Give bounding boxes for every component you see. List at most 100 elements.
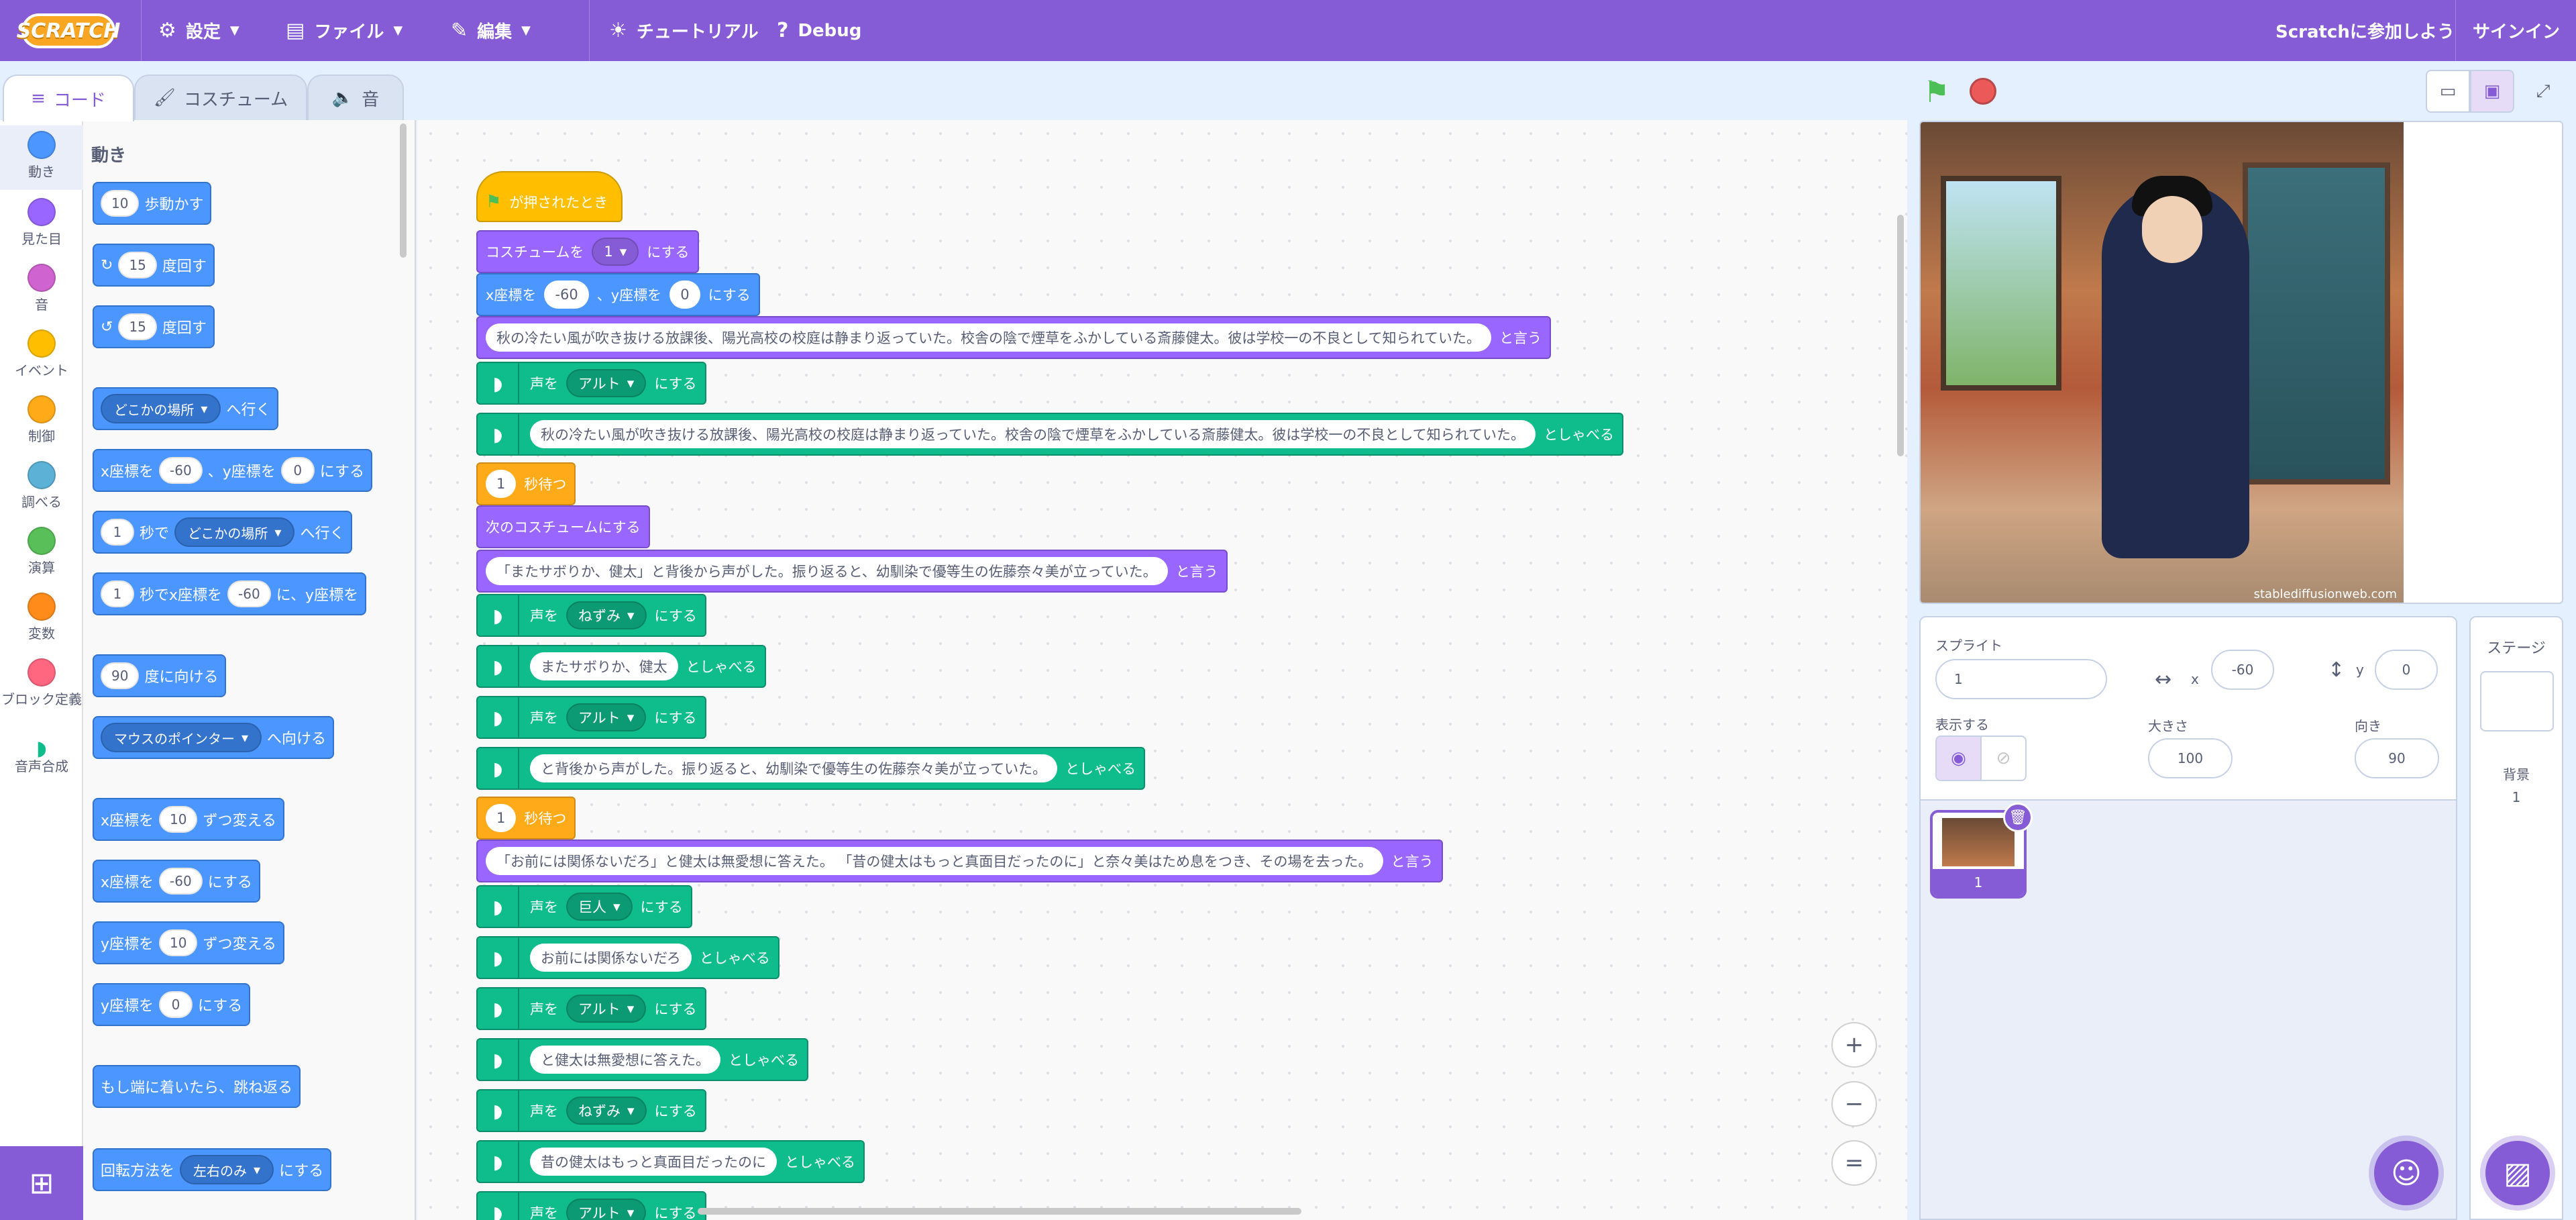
choose-sprite-button[interactable]: ☺ <box>2374 1141 2438 1205</box>
x-input[interactable]: -60 <box>2211 650 2274 690</box>
block-input[interactable]: 1 <box>486 804 517 832</box>
join-scratch-link[interactable]: Scratchに参加しよう <box>2275 0 2455 61</box>
speak-block[interactable]: ◗またサボりか、健太としゃべる <box>476 645 766 688</box>
speak-block[interactable]: ◗お前には関係ないだろとしゃべる <box>476 936 780 979</box>
block-input[interactable]: 昔の健太はもっと真面目だったのに <box>530 1148 777 1176</box>
say-block[interactable]: 「お前には関係ないだろ」と健太は無愛想に答えた。 「昔の健太はもっと真面目だった… <box>476 840 1443 882</box>
block-input[interactable]: -60 <box>227 580 271 607</box>
zoom-reset-button[interactable]: = <box>1831 1140 1877 1186</box>
category-operators[interactable]: 演算 <box>0 521 83 586</box>
block-input[interactable]: 0 <box>159 991 193 1018</box>
speak-block[interactable]: ◗昔の健太はもっと真面目だったのにとしゃべる <box>476 1140 865 1183</box>
glide-dropdown[interactable]: どこかの場所▾ <box>174 517 295 547</box>
delete-sprite-button[interactable]: 🗑 <box>2003 803 2033 832</box>
towards-dropdown[interactable]: マウスのポインター▾ <box>101 723 262 752</box>
category-sound[interactable]: 音 <box>0 258 83 323</box>
backdrop-thumbnail[interactable] <box>2480 671 2554 731</box>
fullscreen-button[interactable]: ⤢ <box>2521 70 2565 113</box>
hide-button[interactable]: ⊘ <box>1980 737 2025 780</box>
block-input[interactable]: 秋の冷たい風が吹き抜ける放課後、陽光高校の校庭は静まり返っていた。校舎の陰で煙草… <box>486 323 1492 352</box>
block-input[interactable]: 1 <box>101 519 134 546</box>
speak-block[interactable]: ◗秋の冷たい風が吹き抜ける放課後、陽光高校の校庭は静まり返っていた。校舎の陰で煙… <box>476 413 1624 456</box>
category-my-blocks[interactable]: ブロック定義 <box>0 653 83 733</box>
rotation-dropdown[interactable]: 左右のみ▾ <box>180 1155 274 1184</box>
speak-block[interactable]: ◗と背後から声がした。振り返ると、幼馴染で優等生の佐藤奈々美が立っていた。としゃ… <box>476 747 1146 790</box>
edit-menu[interactable]: ✎編集▼ <box>451 0 531 61</box>
palette-scrollbar[interactable] <box>400 123 407 258</box>
say-block[interactable]: 秋の冷たい風が吹き抜ける放課後、陽光高校の校庭は静まり返っていた。校舎の陰で煙草… <box>476 316 1552 359</box>
size-input[interactable]: 100 <box>2148 738 2233 778</box>
zoom-in-button[interactable]: + <box>1831 1022 1877 1068</box>
block-input[interactable]: 10 <box>101 190 140 217</box>
set-voice-block[interactable]: ◗声をアルト▾にする <box>476 987 706 1030</box>
voice-dropdown[interactable]: 巨人▾ <box>566 893 633 921</box>
say-block[interactable]: 「またサボりか、健太」と背後から声がした。振り返ると、幼馴染で優等生の佐藤奈々美… <box>476 550 1228 593</box>
choose-backdrop-button[interactable]: ▨ <box>2485 1141 2550 1205</box>
block-input[interactable]: 15 <box>118 313 157 340</box>
sprite-image[interactable]: stablediffusionweb.com <box>1921 122 2404 603</box>
block-input[interactable]: 0 <box>669 281 700 309</box>
voice-dropdown[interactable]: ねずみ▾ <box>566 601 647 629</box>
scratch-logo[interactable]: SCRATCH <box>17 13 120 48</box>
block-input[interactable]: と背後から声がした。振り返ると、幼馴染で優等生の佐藤奈々美が立っていた。 <box>530 754 1058 782</box>
voice-dropdown[interactable]: ねずみ▾ <box>566 1097 647 1125</box>
voice-dropdown[interactable]: アルト▾ <box>566 703 647 731</box>
block-input[interactable]: 「お前には関係ないだろ」と健太は無愛想に答えた。 「昔の健太はもっと真面目だった… <box>486 847 1383 875</box>
block-input[interactable]: -60 <box>544 281 589 309</box>
block-input[interactable]: 1 <box>101 580 134 607</box>
workspace-horizontal-scrollbar[interactable] <box>698 1208 1301 1215</box>
speak-block[interactable]: ◗と健太は無愛想に答えた。としゃべる <box>476 1038 808 1081</box>
rotation-style-block[interactable]: 回転方法を左右のみ▾にする <box>93 1148 332 1191</box>
stage-selector[interactable]: ステージ 背景 1 <box>2469 616 2563 1220</box>
category-looks[interactable]: 見た目 <box>0 193 83 257</box>
block-input[interactable]: またサボりか、健太 <box>530 652 678 680</box>
tab-sounds[interactable]: 🔈音 <box>307 74 404 120</box>
voice-dropdown[interactable]: アルト▾ <box>566 1199 647 1220</box>
voice-dropdown[interactable]: アルト▾ <box>566 369 647 397</box>
workspace-vertical-scrollbar[interactable] <box>1897 215 1904 456</box>
category-sensing[interactable]: 調べる <box>0 456 83 520</box>
set-voice-block[interactable]: ◗声をアルト▾にする <box>476 696 706 739</box>
goto-dropdown[interactable]: どこかの場所▾ <box>101 394 221 423</box>
category-variables[interactable]: 変数 <box>0 587 83 652</box>
y-input[interactable]: 0 <box>2375 650 2438 690</box>
set-voice-block[interactable]: ◗声をねずみ▾にする <box>476 1089 706 1132</box>
sprite-name-input[interactable]: 1 <box>1935 659 2107 699</box>
block-input[interactable]: 10 <box>159 806 198 833</box>
block-input[interactable]: 「またサボりか、健太」と背後から声がした。振り返ると、幼馴染で優等生の佐藤奈々美… <box>486 557 1168 585</box>
point-towards-block[interactable]: マウスのポインター▾へ向ける <box>93 716 335 759</box>
category-text2speech[interactable]: ◗音声合成 <box>0 735 83 799</box>
block-input[interactable]: 秋の冷たい風が吹き抜ける放課後、陽光高校の校庭は静まり返っていた。校舎の陰で煙草… <box>530 420 1536 448</box>
block-input[interactable]: -60 <box>159 457 203 484</box>
set-voice-block[interactable]: ◗声を巨人▾にする <box>476 885 692 928</box>
category-events[interactable]: イベント <box>0 324 83 389</box>
block-input[interactable]: 0 <box>280 457 315 484</box>
next-costume-block[interactable]: 次のコスチュームにする <box>476 505 650 548</box>
block-input[interactable]: と健太は無愛想に答えた。 <box>530 1046 720 1074</box>
costume-dropdown[interactable]: 1▾ <box>592 238 639 266</box>
voice-dropdown[interactable]: アルト▾ <box>566 995 647 1023</box>
settings-menu[interactable]: ⚙設定▼ <box>158 0 239 61</box>
block-input[interactable]: 15 <box>118 252 157 278</box>
direction-input[interactable]: 90 <box>2355 738 2439 778</box>
signin-link[interactable]: サインイン <box>2473 0 2560 61</box>
block-input[interactable]: 10 <box>159 929 198 956</box>
tab-code[interactable]: ≡コード <box>3 74 134 121</box>
goto-block[interactable]: どこかの場所▾へ行く <box>93 387 279 430</box>
block-input[interactable]: 90 <box>101 662 140 689</box>
green-flag-button[interactable]: ⚑ <box>1923 75 1949 109</box>
add-extension-button[interactable]: ⊞ <box>0 1146 83 1220</box>
